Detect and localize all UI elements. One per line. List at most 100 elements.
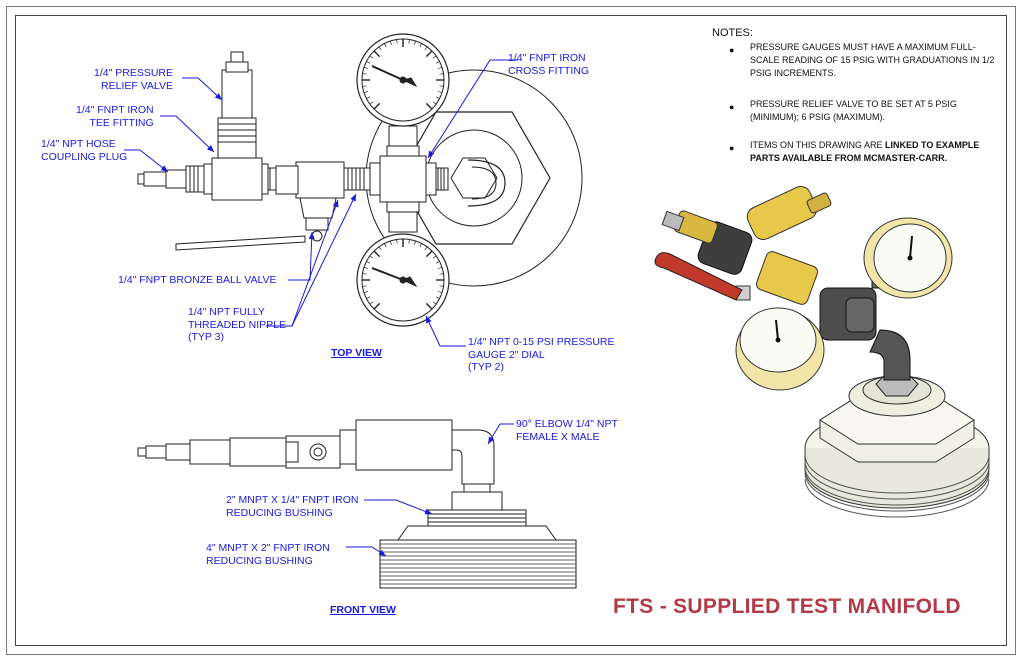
note-3: ITEMS ON THIS DRAWING ARE LINKED TO EXAM… [750,139,1000,165]
gauge-tick [362,85,367,87]
gauge-tick [419,43,422,48]
label-line: TEE FITTING [89,116,154,129]
gauge-tick [362,273,367,275]
gauge-tick [414,40,417,45]
gauge-tick [419,243,422,248]
label-relief-valve: 1/4" PRESSURE RELIEF VALVE [94,67,173,92]
gauge-tick [389,40,392,45]
label-line: COUPLING PLUG [41,150,128,163]
gauge-tick [363,266,368,269]
label-line: (TYP 2) [468,361,504,373]
notes-heading: NOTES: [712,27,753,39]
gauge-tick [362,73,367,75]
inner-border [15,15,1007,646]
gauge-tick [425,102,433,110]
gauge-tick [396,239,398,244]
gauge-tick [389,240,392,245]
label-line: THREADED NIPPLE [188,318,287,331]
gauge-tick [363,291,368,294]
label-line: GAUGE 2" DIAL [468,348,545,361]
label-line: 1/4" NPT HOSE [41,138,116,150]
front-view-drawing [137,419,577,589]
gauge-tick [366,96,371,99]
gauge-tick [425,250,433,258]
note-2: PRESSURE RELIEF VALVE TO BE SET AT 5 PSI… [750,99,957,122]
label-line: 2" MNPT X 1/4" FNPT IRON [226,494,359,506]
gauge-tick [432,301,437,305]
gauge-tick [435,261,440,264]
front-view-title: FRONT VIEW [330,604,396,616]
gauge-tick [408,239,410,244]
gauge-tick [396,39,398,44]
gauge-tick [432,55,437,59]
bullet-icon: ● [729,143,735,153]
gauge-tick [384,243,387,248]
gauge-tick [366,296,371,299]
gauge-tick [435,96,440,99]
label-line: 1/4" FNPT IRON [76,104,154,116]
gauge-tick [438,66,443,69]
label-nipple: 1/4" NPT FULLY THREADED NIPPLE (TYP 3) [188,306,286,344]
bullet-icon: ● [729,45,735,55]
label-line: (TYP 3) [188,331,224,343]
gauge-tick [439,73,444,75]
gauge-tick [414,240,417,245]
gauge-tick [378,246,382,251]
gauge-tick [362,285,367,287]
leader-lines [124,59,518,557]
label-line: REDUCING BUSHING [226,506,333,519]
outer-border [6,6,1016,655]
gauge-tick [373,302,381,310]
gauge-tick [435,296,440,299]
label-tee-fitting: 1/4" FNPT IRON TEE FITTING [76,104,154,129]
gauge-tick [369,255,374,259]
label-line: RELIEF VALVE [101,79,174,92]
label-line: 90° ELBOW 1/4" NPT [516,418,618,430]
gauge-tick [439,285,444,287]
label-line: 1/4" PRESSURE [94,67,174,79]
gauge-tick [378,46,382,51]
gauge-tick [363,66,368,69]
gauge-tick [424,246,428,251]
label-line: 4" MNPT X 2" FNPT IRON [206,542,330,554]
gauge-tick [363,91,368,94]
note-1: PRESSURE GAUGES MUST HAVE A MAXIMUM FULL… [750,42,995,78]
gauge-tick [438,291,443,294]
label-line: FEMALE X MALE [516,430,600,443]
label-gauge: 1/4" NPT 0-15 PSI PRESSURE GAUGE 2" DIAL… [468,336,615,374]
gauge-tick [425,302,433,310]
gauge-tick [425,50,433,58]
gauge-tick [366,61,371,64]
gauge-tick [439,273,444,275]
label-line: 1/4" NPT 0-15 PSI PRESSURE [468,336,615,348]
label-bushing-large: 4" MNPT X 2" FNPT IRON REDUCING BUSHING [206,542,330,567]
gauge-tick [432,255,437,259]
gauge-tick [408,39,410,44]
label-hose-plug: 1/4" NPT HOSE COUPLING PLUG [41,138,127,163]
label-elbow: 90° ELBOW 1/4" NPT FEMALE X MALE [516,418,618,443]
gauge-tick [432,101,437,105]
label-bushing-small: 2" MNPT X 1/4" FNPT IRON REDUCING BUSHIN… [226,494,359,519]
gauge-tick [384,43,387,48]
gauge-tick [438,266,443,269]
label-ball-valve: 1/4" FNPT BRONZE BALL VALVE [118,274,277,286]
label-line: 1/4" FNPT IRON [508,52,586,64]
label-cross-fitting: 1/4" FNPT IRON CROSS FITTING [508,52,589,77]
label-line: REDUCING BUSHING [206,554,313,567]
isometric-render [654,186,990,518]
drawing-title: FTS - SUPPLIED TEST MANIFOLD [613,595,961,618]
gauge-tick [438,91,443,94]
gauge-tick [373,50,381,58]
gauge-tick [369,55,374,59]
top-view-title: TOP VIEW [331,347,382,359]
gauge-tick [369,101,374,105]
gauge-tick [373,102,381,110]
gauge-tick [369,301,374,305]
gauge-tick [435,61,440,64]
gauge-tick [424,46,428,51]
label-line: CROSS FITTING [508,64,590,77]
gauge-tick [366,261,371,264]
note-3-link-text: LINKED TO EXAMPLE PARTS AVAILABLE FROM M… [750,140,980,163]
